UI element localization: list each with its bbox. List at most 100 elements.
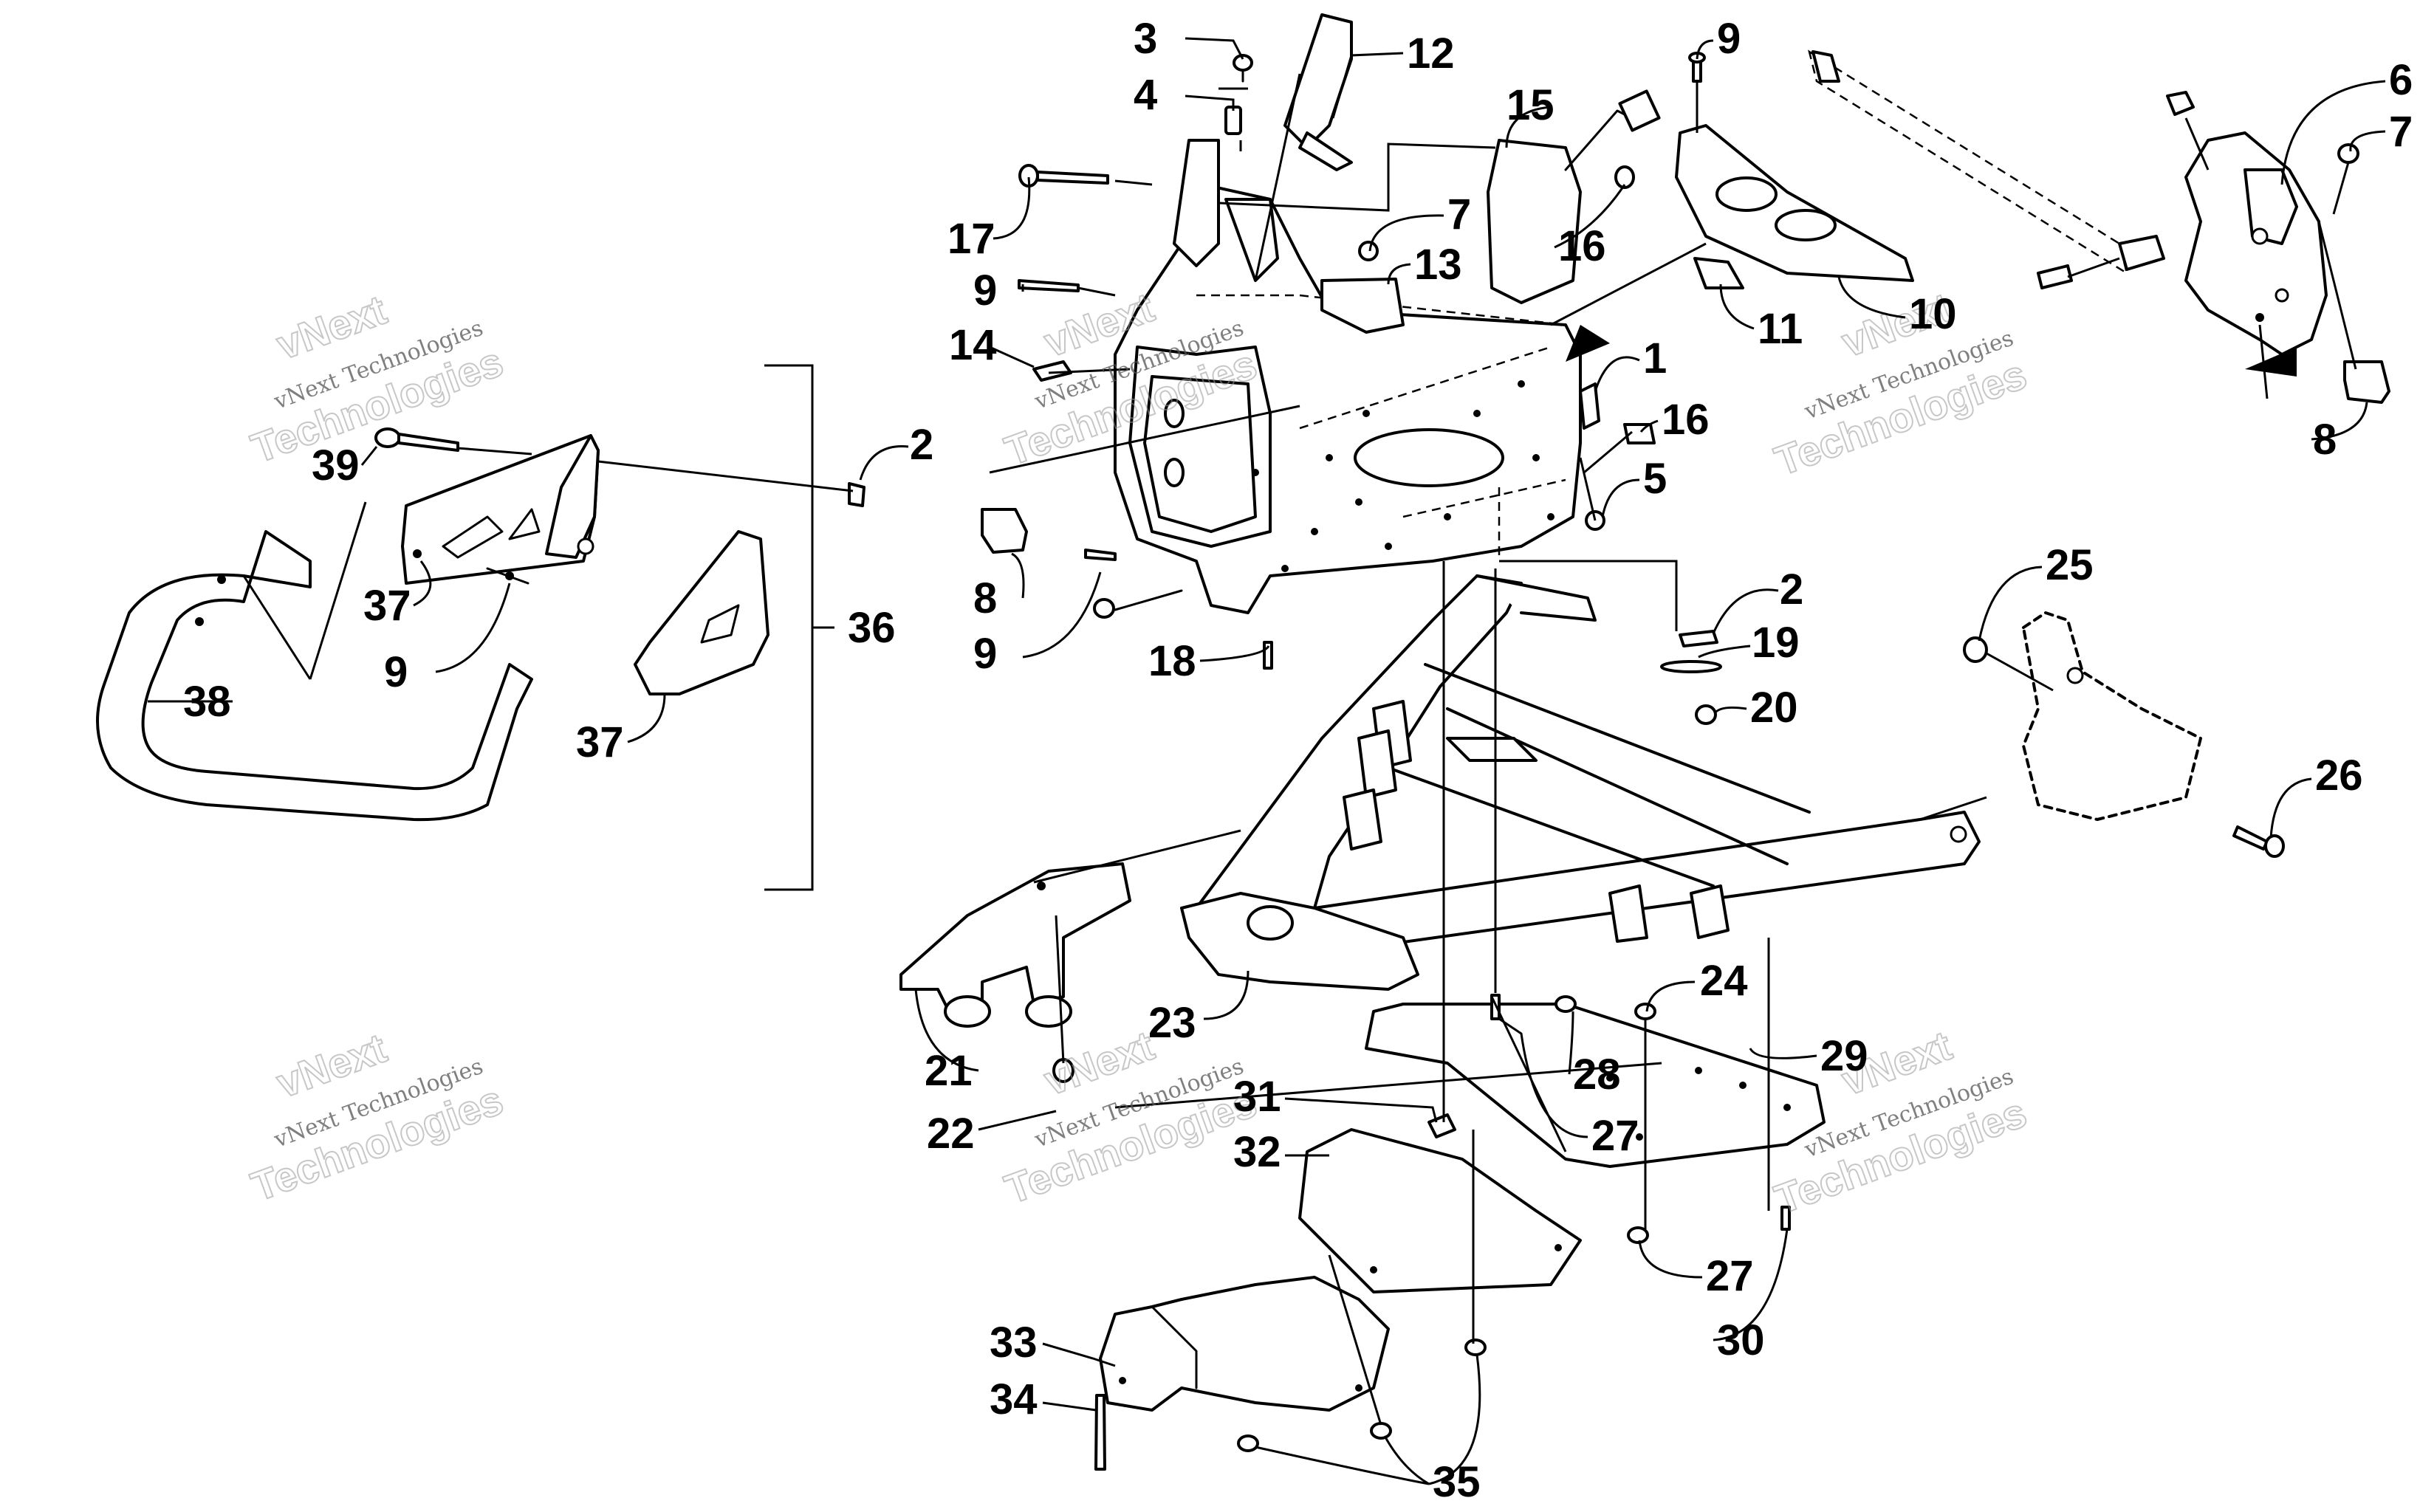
callout-label: 2 xyxy=(910,421,933,469)
callout-label: 9 xyxy=(973,630,997,678)
callout-label: 33 xyxy=(990,1319,1038,1367)
part-12 xyxy=(1283,13,1353,171)
callout-label: 3 xyxy=(1134,15,1157,63)
bolt-7-right xyxy=(2337,143,2359,164)
screw-35-b xyxy=(1370,1422,1392,1440)
rivet-9-left xyxy=(486,567,529,585)
screw-35-a xyxy=(1237,1434,1259,1452)
callout-label: 9 xyxy=(973,267,997,315)
nut-31 xyxy=(1427,1113,1456,1138)
callout-label: 7 xyxy=(1447,190,1471,238)
callout-label: 30 xyxy=(1717,1316,1765,1364)
callout-label: 28 xyxy=(1573,1051,1621,1099)
callout-label: 32 xyxy=(1233,1128,1281,1176)
washer-19 xyxy=(1660,660,1722,673)
bracket-37-lower xyxy=(634,530,769,695)
screw-30 xyxy=(1627,1226,1649,1244)
bracket-1-small xyxy=(1579,382,1600,430)
callout-label: 16 xyxy=(1558,222,1606,270)
rivet-9-a xyxy=(1018,279,1080,292)
callout-label: 7 xyxy=(2389,108,2413,156)
bulkhead-1 xyxy=(1114,139,1582,614)
shield-33 xyxy=(1099,1276,1390,1412)
side-bracket xyxy=(2022,611,2202,821)
screw-27-b xyxy=(1780,1206,1791,1231)
screw-24 xyxy=(1634,1003,1656,1020)
callout-label: 27 xyxy=(1706,1252,1754,1300)
bolt-17 xyxy=(1018,164,1109,188)
screw-34 xyxy=(1094,1394,1106,1471)
arrow-marker-1 xyxy=(1566,325,1610,362)
bolt-3 xyxy=(1233,54,1253,83)
callout-label: 17 xyxy=(947,215,995,263)
callout-label: 19 xyxy=(1752,619,1800,667)
bolt-7-mid xyxy=(1358,241,1379,261)
bumper-block-8-left xyxy=(981,508,1028,554)
bracket-line-36 xyxy=(764,364,834,891)
bolt-20 xyxy=(1695,704,1717,725)
screw-35-c xyxy=(1464,1339,1487,1356)
callout-label: 27 xyxy=(1591,1112,1639,1160)
callout-label: 21 xyxy=(925,1047,973,1095)
callout-labels: 1 2 2 3 4 5 6 7 7 8 8 9 9 9 9 10 11 12 1… xyxy=(183,15,2413,1506)
dashed-rail xyxy=(1808,49,2128,275)
callout-label: 23 xyxy=(1148,999,1196,1047)
callout-label: 10 xyxy=(1909,290,1957,338)
bolt-18 xyxy=(1093,589,1183,619)
callout-label: 1 xyxy=(1643,334,1667,382)
callout-label: 39 xyxy=(312,441,360,489)
arrow-marker-6 xyxy=(2245,347,2297,377)
callout-label: 6 xyxy=(2389,56,2413,104)
callout-label: 36 xyxy=(848,604,896,652)
callout-label: 2 xyxy=(1780,566,1803,614)
watermark-5: vNext vNext Technologies Technologies xyxy=(998,1021,1264,1213)
callout-label: 20 xyxy=(1750,684,1798,732)
callout-label: 26 xyxy=(2315,752,2363,800)
part-21 xyxy=(899,862,1131,1028)
bumper-block-8-right xyxy=(2343,360,2390,404)
bracket-11 xyxy=(1693,257,1744,289)
callout-label: 8 xyxy=(973,574,997,622)
bumper-38 xyxy=(96,530,533,822)
nut-6-top xyxy=(2166,91,2195,116)
bolt-39 xyxy=(374,427,459,452)
callout-label: 25 xyxy=(2046,541,2094,589)
bracket-37-upper xyxy=(401,434,600,585)
watermark-1: vNext vNext Technologies Technologies xyxy=(244,285,510,472)
bracket-13 xyxy=(1320,278,1405,334)
watermark-3: vNext vNext Technologies Technologies xyxy=(1768,283,2033,485)
callout-label: 9 xyxy=(384,648,408,696)
callout-label: 37 xyxy=(363,582,411,630)
leader-lines xyxy=(242,73,2357,1426)
part-15 xyxy=(1487,89,1661,304)
callout-label: 18 xyxy=(1148,637,1196,685)
plate-10 xyxy=(1675,124,1914,282)
callout-label: 31 xyxy=(1233,1073,1281,1121)
callout-label: 35 xyxy=(1433,1458,1481,1506)
watermark-4: vNext vNext Technologies Technologies xyxy=(244,1023,510,1210)
callout-label: 13 xyxy=(1414,241,1462,289)
shield-32 xyxy=(1298,1128,1582,1293)
callout-label: 24 xyxy=(1700,957,1748,1005)
callout-label: 5 xyxy=(1643,455,1667,503)
skid-plate-29 xyxy=(1365,1003,1826,1168)
mount-6 xyxy=(2037,131,2328,356)
main-frame xyxy=(1195,574,1981,954)
callout-label: 11 xyxy=(1758,305,1803,353)
callout-label: 34 xyxy=(990,1375,1038,1423)
clip-2-left xyxy=(848,482,865,507)
clip-2-right xyxy=(1679,630,1718,647)
callout-label: 12 xyxy=(1407,30,1455,78)
callout-label: 16 xyxy=(1662,396,1710,444)
rivet-9-b xyxy=(1084,549,1117,561)
grommet-16-upper xyxy=(1614,165,1635,189)
callout-label: 9 xyxy=(1717,15,1741,63)
callout-label: 37 xyxy=(576,718,624,766)
screw-28 xyxy=(1555,995,1577,1013)
callout-label: 22 xyxy=(927,1110,975,1158)
bolt-26 xyxy=(2232,825,2285,858)
callout-label: 29 xyxy=(1820,1032,1868,1080)
clip-4 xyxy=(1224,106,1242,135)
nut-25 xyxy=(1963,636,1988,663)
